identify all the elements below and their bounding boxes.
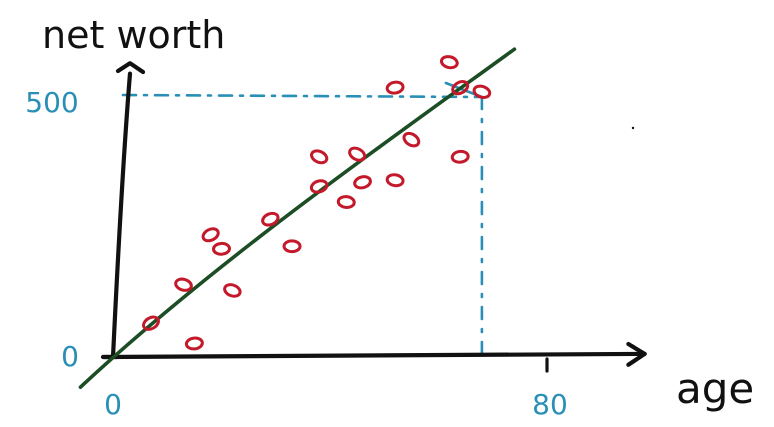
y-axis-line: [110, 71, 133, 360]
data-point-6: [223, 283, 242, 298]
data-point-1: [142, 315, 160, 331]
data-point-5: [212, 241, 231, 256]
x-axis-line: [100, 351, 647, 360]
data-point-10: [309, 179, 329, 194]
y-tick-label-500: 500: [25, 86, 78, 119]
data-point-18: [451, 80, 470, 96]
trend-layer: [78, 47, 517, 389]
y-axis-arrow: [115, 61, 146, 75]
x-tick-label-80: 80: [532, 388, 568, 421]
data-point-9: [310, 149, 329, 165]
data-point-17: [439, 55, 459, 70]
data-point-20: [472, 84, 492, 99]
y-axis-label: net worth: [42, 13, 225, 57]
stray-mark: [631, 126, 635, 130]
trend-line: [78, 47, 517, 389]
data-point-16: [385, 80, 405, 95]
data-point-8: [282, 239, 302, 254]
data-point-7: [261, 211, 280, 227]
data-point-12: [348, 146, 367, 162]
y-tick-label-0: 0: [61, 340, 79, 373]
data-point-13: [353, 175, 372, 190]
data-point-11: [336, 195, 356, 209]
data-point-14: [385, 173, 405, 188]
data-point-15: [402, 131, 421, 148]
guide-layer: [121, 81, 484, 355]
points-layer: [142, 55, 635, 351]
horizontal-guide-line: [121, 93, 484, 99]
x-axis-arrow: [626, 341, 647, 367]
data-point-2: [184, 336, 204, 351]
axis-layer: [100, 61, 647, 373]
data-point-19: [450, 149, 470, 164]
x-axis-label: age: [676, 364, 754, 413]
x-tick-label-0: 0: [104, 388, 122, 421]
data-point-3: [174, 277, 193, 292]
data-point-4: [201, 227, 220, 243]
